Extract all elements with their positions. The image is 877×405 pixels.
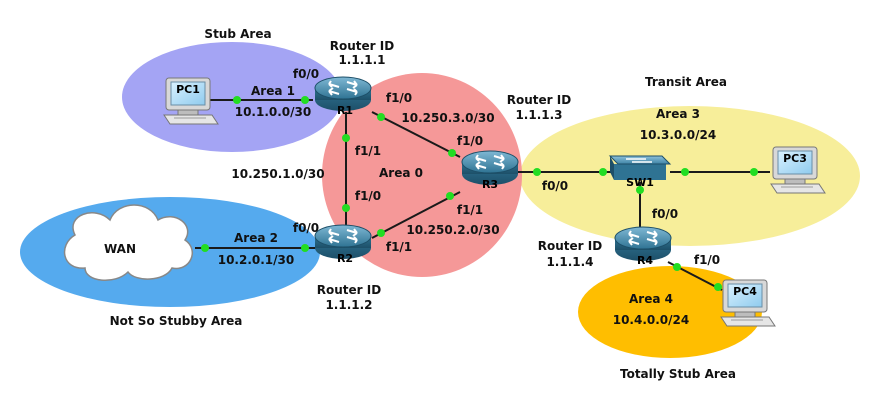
link-r2-r3 bbox=[371, 191, 461, 239]
router-r1-label: R1 bbox=[337, 104, 353, 117]
switch-sw1-icon[interactable] bbox=[608, 155, 672, 180]
r2-f10-label: f1/0 bbox=[355, 189, 381, 203]
router-r3-id-title: Router ID bbox=[507, 93, 571, 107]
router-r4-id: 1.1.1.4 bbox=[546, 255, 593, 269]
r1-f00-label: f0/0 bbox=[293, 67, 319, 81]
link-r1-r3 bbox=[371, 111, 461, 158]
area1-label: Area 1 bbox=[251, 84, 295, 98]
pc4-label: PC4 bbox=[733, 285, 757, 298]
area3-label: Area 3 bbox=[656, 107, 700, 121]
area4-label: Area 4 bbox=[629, 292, 673, 306]
switch-sw1-label: SW1 bbox=[626, 176, 654, 189]
r2-f00-label: f0/0 bbox=[293, 221, 319, 235]
area3-subnet: 10.3.0.0/24 bbox=[640, 128, 717, 142]
r4-f00-label: f0/0 bbox=[652, 207, 678, 221]
r2-f11-label: f1/1 bbox=[386, 240, 412, 254]
totally-stub-area-title: Totally Stub Area bbox=[620, 367, 736, 381]
wan-cloud-icon bbox=[63, 204, 193, 281]
transit-area-title: Transit Area bbox=[645, 75, 727, 89]
pc3-label: PC3 bbox=[783, 152, 807, 165]
stub-area-region bbox=[122, 42, 342, 152]
area0-label: Area 0 bbox=[379, 166, 423, 180]
r1-f11-label: f1/1 bbox=[355, 144, 381, 158]
area4-subnet: 10.4.0.0/24 bbox=[613, 313, 690, 327]
transit-area-region bbox=[520, 106, 860, 246]
r1-f10-label: f1/0 bbox=[386, 91, 412, 105]
router-r4-id-title: Router ID bbox=[538, 239, 602, 253]
r4-f10-label: f1/0 bbox=[694, 253, 720, 267]
link-status-dots bbox=[201, 96, 758, 291]
r1-r3-subnet: 10.250.3.0/30 bbox=[401, 111, 494, 125]
router-r3-label: R3 bbox=[482, 178, 498, 191]
router-r2-id: 1.1.1.2 bbox=[325, 298, 372, 312]
router-r4-label: R4 bbox=[637, 254, 653, 267]
pc1-label: PC1 bbox=[176, 83, 200, 96]
area2-subnet: 10.2.0.1/30 bbox=[218, 253, 295, 267]
stub-area-title: Stub Area bbox=[204, 27, 271, 41]
router-r3-id: 1.1.1.3 bbox=[515, 108, 562, 122]
r2-r3-subnet: 10.250.2.0/30 bbox=[406, 223, 499, 237]
router-r1-id: 1.1.1.1 bbox=[338, 53, 385, 67]
wan-label: WAN bbox=[104, 242, 136, 256]
r3-f00-label: f0/0 bbox=[542, 179, 568, 193]
area1-subnet: 10.1.0.0/30 bbox=[235, 105, 312, 119]
r3-f10-label: f1/0 bbox=[457, 134, 483, 148]
nssa-title: Not So Stubby Area bbox=[110, 314, 243, 328]
router-r2-label: R2 bbox=[337, 252, 353, 265]
area2-label: Area 2 bbox=[234, 231, 278, 245]
r3-f11-label: f1/1 bbox=[457, 203, 483, 217]
area0-region bbox=[322, 73, 522, 277]
router-r2-id-title: Router ID bbox=[317, 283, 381, 297]
r1-r2-subnet: 10.250.1.0/30 bbox=[231, 167, 324, 181]
router-r1-id-title: Router ID bbox=[330, 39, 394, 53]
